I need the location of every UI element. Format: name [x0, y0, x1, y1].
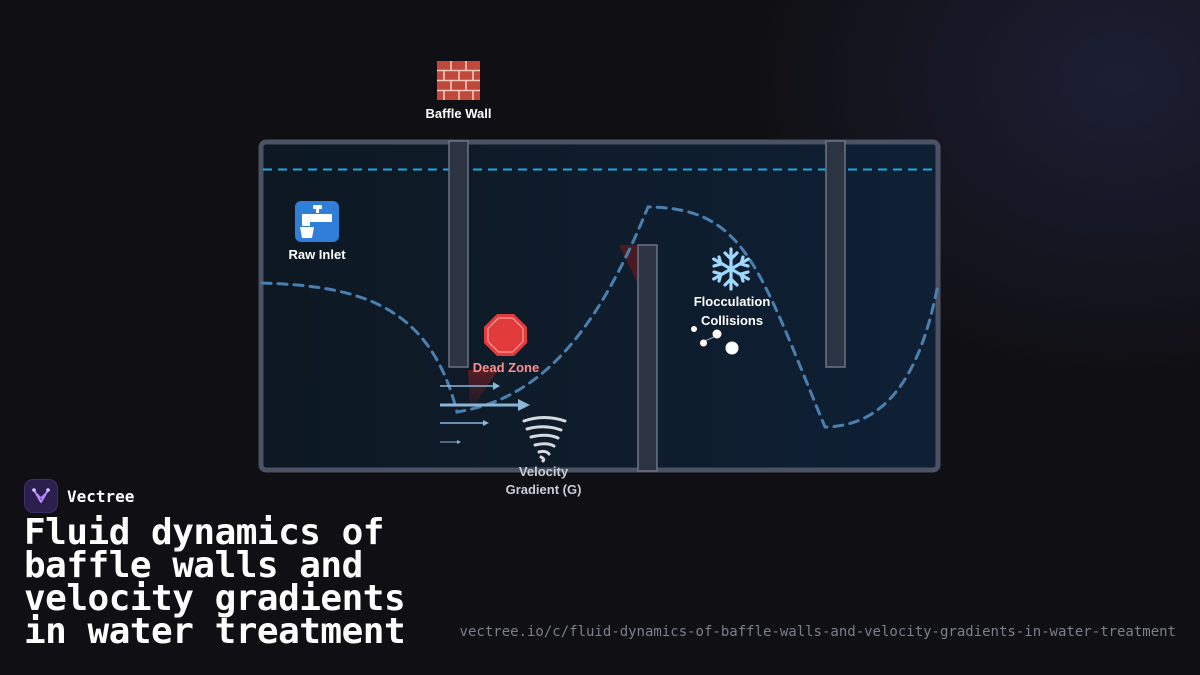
tank-border: [258, 139, 941, 473]
stop-sign-icon: [484, 314, 527, 356]
snowflake-icon: [712, 247, 750, 291]
baffle-wall-3: [825, 140, 846, 368]
dead-zone-label: Dead Zone: [473, 360, 539, 375]
brand-name: Vectree: [67, 486, 135, 506]
tornado-icon: [522, 416, 567, 463]
page-title: Fluid dynamics of baffle walls and veloc…: [24, 512, 406, 652]
velocity-label-line1: Velocity: [519, 464, 569, 479]
dead-zone-shadow-right: [619, 245, 637, 282]
raw-inlet-label: Raw Inlet: [288, 247, 346, 262]
flocculation-label-line1: Flocculation: [694, 294, 771, 309]
baffle-wall-label: Baffle Wall: [426, 106, 492, 121]
flow-path: [260, 205, 939, 429]
baffle-wall-1: [448, 140, 469, 368]
baffle-wall-2: [637, 244, 658, 472]
faucet-icon: [295, 201, 339, 242]
page-url[interactable]: vectree.io/c/fluid-dynamics-of-baffle-wa…: [459, 624, 1176, 640]
brick-icon: [437, 61, 480, 100]
velocity-arrows: [440, 382, 530, 444]
brand: Vectree: [24, 479, 134, 513]
flocculation-label-line2: Collisions: [701, 313, 763, 328]
floc-particles: [691, 326, 739, 355]
vectree-logo-icon: [24, 479, 58, 513]
dead-zone-shadow-left: [468, 370, 498, 412]
velocity-label-line2: Gradient (G): [506, 482, 582, 497]
